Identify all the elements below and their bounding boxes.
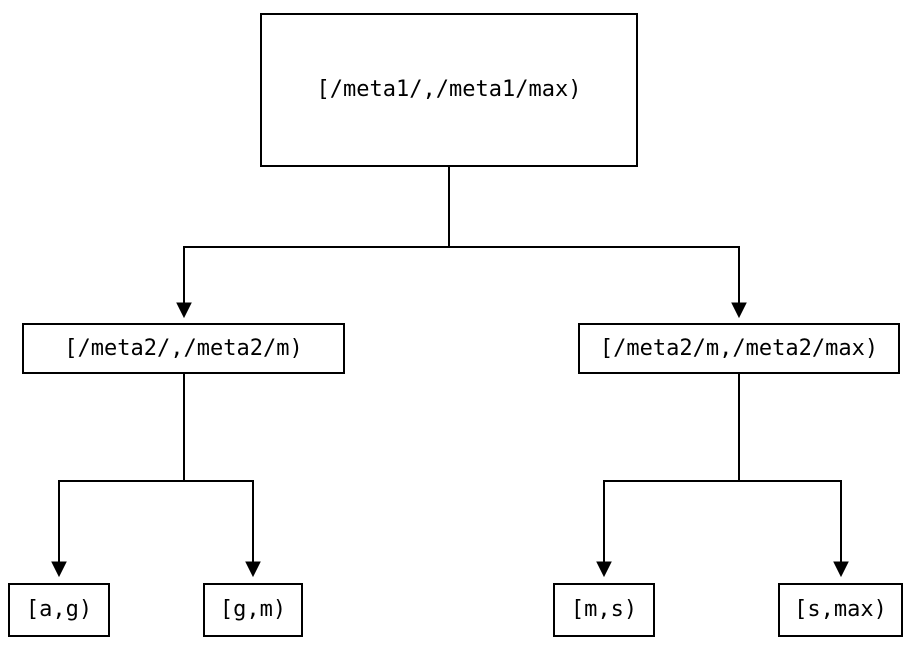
- node-leaf-smax-label: [s,max): [794, 597, 887, 622]
- node-leaf-smax: [s,max): [778, 583, 903, 637]
- node-leaf-ag-label: [a,g): [25, 597, 93, 622]
- arrowhead-icon: [596, 561, 612, 578]
- node-root: [/meta1/,/meta1/max): [260, 13, 638, 167]
- node-leaf-ag: [a,g): [8, 583, 110, 637]
- node-mid-right: [/meta2/m,/meta2/max): [578, 323, 900, 374]
- edge-mid-left-to-leaf-gm: [183, 374, 261, 578]
- node-leaf-ms-label: [m,s): [570, 597, 638, 622]
- node-leaf-ms: [m,s): [553, 583, 655, 637]
- arrowhead-icon: [176, 302, 192, 319]
- edge-mid-right-to-leaf-ms: [596, 374, 740, 578]
- edge-root-to-mid-left: [176, 167, 450, 319]
- edge-mid-right-to-leaf-smax: [738, 374, 849, 578]
- arrowhead-icon: [51, 561, 67, 578]
- node-mid-left: [/meta2/,/meta2/m): [22, 323, 345, 374]
- node-mid-right-label: [/meta2/m,/meta2/max): [599, 335, 879, 361]
- edge-mid-left-to-leaf-ag: [51, 374, 185, 578]
- arrowhead-icon: [833, 561, 849, 578]
- edge-root-to-mid-right: [448, 167, 747, 319]
- node-leaf-gm: [g,m): [203, 583, 303, 637]
- node-root-label: [/meta1/,/meta1/max): [316, 77, 582, 102]
- node-leaf-gm-label: [g,m): [219, 597, 287, 622]
- arrowhead-icon: [731, 302, 747, 319]
- arrowhead-icon: [245, 561, 261, 578]
- node-mid-left-label: [/meta2/,/meta2/m): [64, 335, 303, 361]
